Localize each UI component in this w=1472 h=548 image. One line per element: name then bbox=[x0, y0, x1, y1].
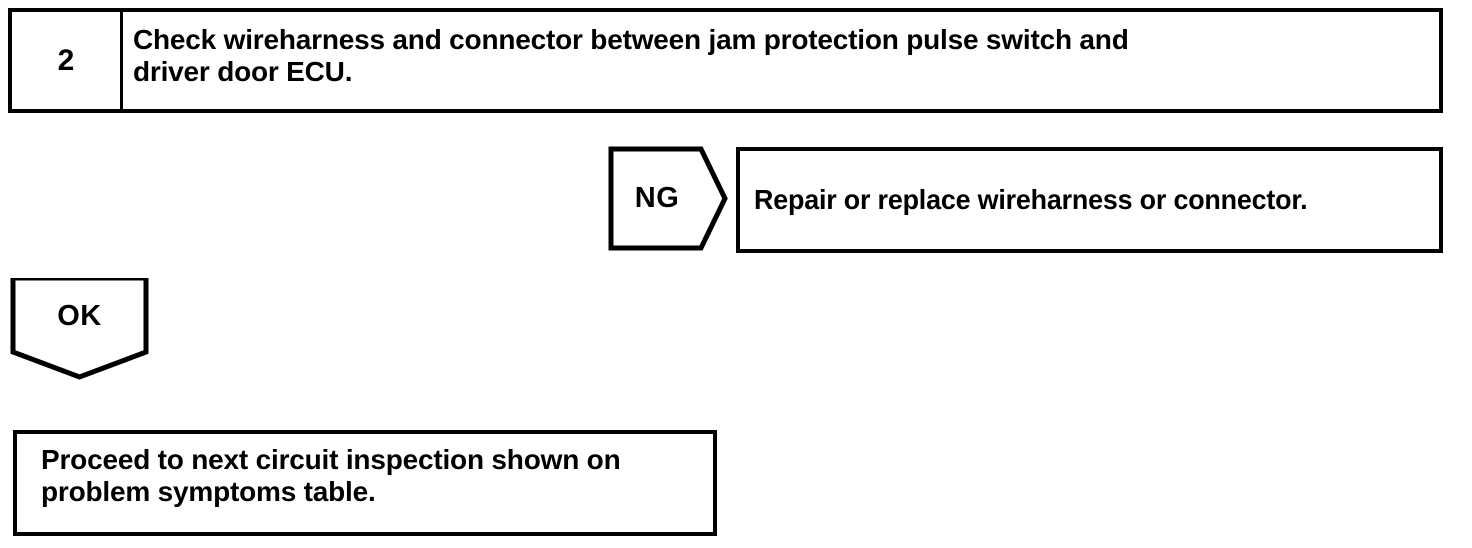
ok-pentagon-icon bbox=[10, 278, 149, 380]
ok-result-box: Proceed to next circuit inspection shown… bbox=[13, 430, 717, 536]
ok-label: OK bbox=[57, 299, 102, 332]
ng-result-text: Repair or replace wireharness or connect… bbox=[754, 184, 1308, 216]
step-instruction-cell: Check wireharness and connector between … bbox=[123, 12, 1439, 109]
step-number-cell: 2 bbox=[12, 12, 123, 109]
ng-result-box: Repair or replace wireharness or connect… bbox=[736, 147, 1443, 253]
step-number: 2 bbox=[57, 43, 75, 77]
step-instruction-text: Check wireharness and connector between … bbox=[133, 24, 1129, 87]
ng-pentagon-icon bbox=[608, 146, 728, 251]
ng-branch-tag: NG bbox=[608, 146, 728, 251]
ok-result-text: Proceed to next circuit inspection shown… bbox=[41, 444, 621, 507]
step-row: 2 Check wireharness and connector betwee… bbox=[8, 8, 1443, 113]
ng-label: NG bbox=[634, 182, 680, 214]
ok-branch-tag: OK bbox=[10, 278, 149, 380]
